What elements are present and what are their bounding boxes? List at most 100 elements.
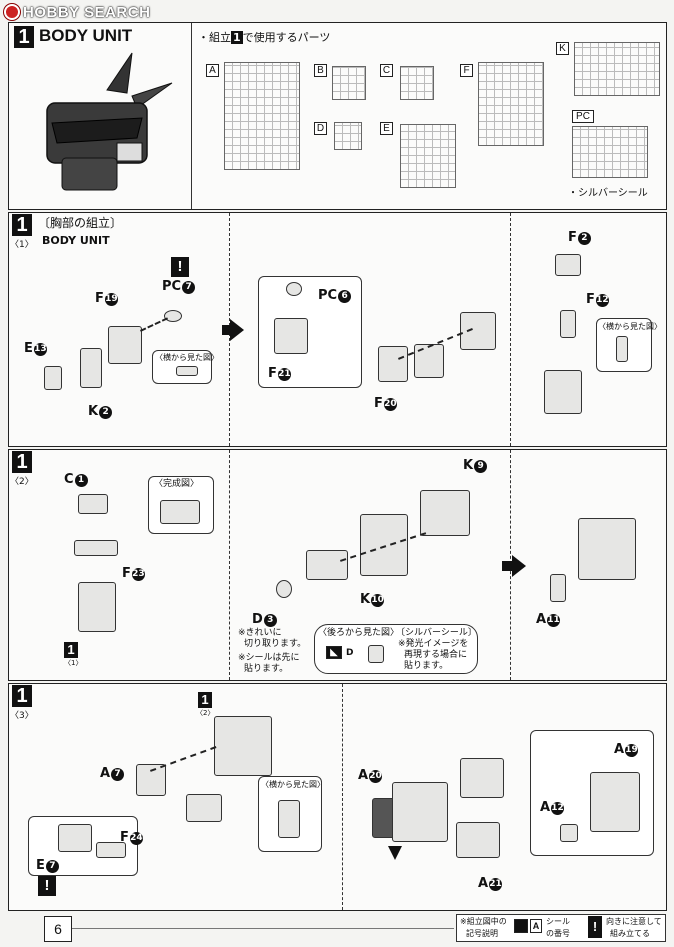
note-seal-2: 貼ります。 [244, 664, 289, 674]
label-pc7-num: 7 [182, 281, 196, 294]
parts-list-step: 1 [231, 31, 243, 44]
parts-list-prefix: ・組立 [198, 31, 231, 44]
section-3-step: 1 [12, 685, 32, 707]
back-view-label: 〈後ろから見た図〉 [318, 628, 400, 638]
label-a19-num: 19 [625, 744, 639, 757]
part-chest-main [360, 514, 408, 576]
label-a20-text: A [358, 768, 369, 783]
part-k2 [80, 348, 102, 388]
ref-step-1: 1 [64, 642, 78, 658]
part-f19 [108, 326, 142, 364]
note-seal-1: ※シールは先に [238, 653, 300, 663]
section-1-title-en: BODY UNIT [42, 234, 110, 247]
label-k2-num: 2 [99, 406, 113, 419]
head-unit-illustration [46, 52, 173, 191]
label-e13: E13 [24, 341, 47, 356]
runner-a [224, 62, 300, 170]
part-shoulder-upper [460, 758, 504, 798]
label-a11-text: A [536, 612, 547, 627]
label-k2-text: K [88, 404, 99, 419]
page-number-box: 6 [44, 916, 72, 942]
side-view-label-3: 〈横から見た図〉 [261, 780, 325, 789]
runner-k-label: K [556, 42, 569, 55]
label-k10-text: K [360, 592, 371, 607]
label-a11-num: 11 [547, 614, 561, 627]
legend-warn-1: 向きに注意して [606, 917, 662, 926]
runner-b [332, 66, 366, 100]
part-a7 [136, 764, 166, 796]
label-a21-text: A [478, 876, 489, 891]
part-a19 [590, 772, 640, 832]
part-body-section3b [392, 782, 448, 842]
label-f20: F20 [374, 396, 397, 411]
legend-seal-2: の番号 [546, 929, 570, 938]
part-f20-b [414, 344, 444, 378]
part-chest-assembly [460, 312, 496, 350]
legend-warn-2: 組み立てる [610, 929, 650, 938]
side-view-part-2 [616, 336, 628, 362]
runner-a-label: A [206, 64, 219, 77]
legend-seal-icon [514, 919, 528, 933]
label-f12: F12 [586, 292, 609, 307]
silver-seal-title: 〔シルバーシール〕 [396, 628, 477, 638]
label-f20-text: F [374, 396, 383, 411]
label-k10-num: 10 [371, 594, 385, 607]
logo-icon [4, 4, 20, 20]
label-f23-text: F [122, 566, 131, 581]
label-a7-text: A [100, 766, 111, 781]
section-3-divider [342, 684, 343, 910]
caution-icon-2: ! [38, 876, 56, 896]
runner-b-label: B [314, 64, 327, 77]
chin-block [61, 157, 118, 191]
label-c1-num: 1 [74, 474, 88, 487]
label-a7-num: 7 [111, 768, 125, 781]
section-1-sub: 〈1〉 [10, 240, 34, 250]
label-f21-text: F [268, 366, 277, 381]
label-a11: A11 [536, 612, 561, 627]
note-cut-1: ※きれいに [238, 628, 282, 638]
seal-d-label: D [346, 648, 354, 658]
note-cut-2: 切り取ります。 [244, 639, 307, 649]
label-a12-text: A [540, 800, 551, 815]
part-a12 [560, 824, 578, 842]
part-pc6 [286, 282, 302, 296]
label-pc6-num: 6 [338, 290, 352, 303]
part-f24-detail [58, 824, 92, 852]
page-title: BODY UNIT [39, 26, 133, 45]
side-panel [116, 142, 143, 162]
section-1-step: 1 [12, 214, 32, 236]
silver-seal-label: ・シルバーシール [568, 188, 648, 199]
label-f23-num: 23 [131, 568, 145, 581]
runner-f [478, 62, 544, 146]
part-f2 [555, 254, 581, 276]
header-divider [191, 23, 192, 209]
label-a21-num: 21 [489, 878, 503, 891]
runner-e-label: E [380, 122, 393, 135]
label-f21-num: 21 [277, 368, 291, 381]
label-a12-num: 12 [551, 802, 565, 815]
label-a21: A21 [478, 876, 503, 891]
part-c1 [78, 494, 108, 514]
label-f24-num: 24 [129, 832, 143, 845]
section-3-sub: 〈3〉 [10, 711, 34, 721]
part-k9 [420, 490, 470, 536]
label-f19-text: F [95, 291, 104, 306]
antenna-blade [106, 52, 133, 94]
seal-d-part [368, 645, 384, 663]
part-d3 [276, 580, 292, 598]
visor [51, 117, 143, 144]
label-e7-num: 7 [45, 860, 59, 873]
label-a20-num: 20 [369, 770, 383, 783]
side-view-part-3 [278, 800, 300, 838]
section-1-title-jp: 〔胸部の組立〕 [38, 216, 123, 230]
label-f19-num: 19 [104, 293, 118, 306]
legend-caution-icon: ! [588, 916, 602, 938]
flow-arrow-2 [512, 555, 526, 577]
runner-pc-label: PC [572, 110, 594, 123]
part-chest-joint [544, 370, 582, 414]
label-k10: K10 [360, 592, 385, 607]
